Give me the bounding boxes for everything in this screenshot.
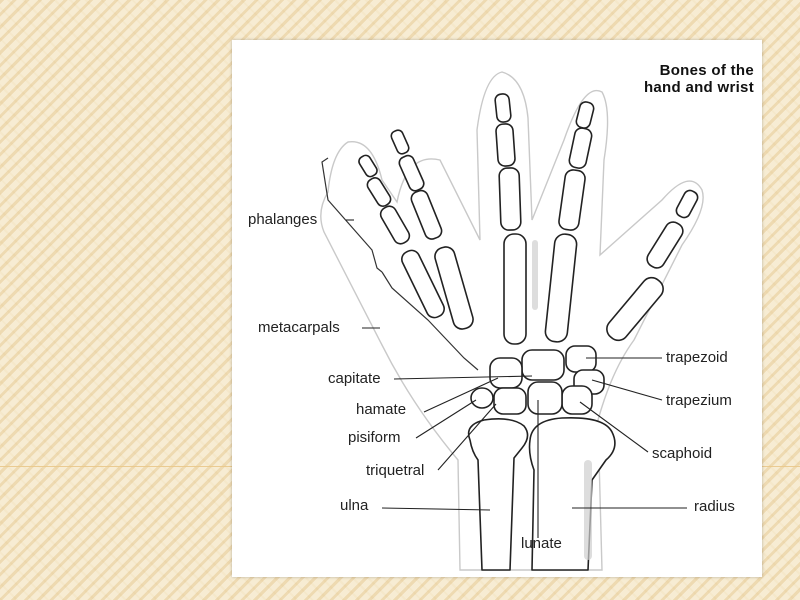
- label-hamate: hamate: [356, 402, 406, 418]
- label-trapezoid: trapezoid: [666, 350, 728, 366]
- label-capitate: capitate: [328, 371, 381, 387]
- little-middle-phalanx: [365, 176, 393, 209]
- radius-shading: [584, 460, 592, 560]
- thumb-proximal-phalanx: [644, 219, 686, 271]
- label-trapezium: trapezium: [666, 393, 732, 409]
- ring-proximal-phalanx: [409, 188, 443, 241]
- pisiform-leader: [416, 400, 476, 438]
- middle-metacarpal: [504, 234, 526, 344]
- title-line-2: hand and wrist: [584, 79, 754, 96]
- label-metacarpals: metacarpals: [258, 320, 340, 336]
- capitate-bone: [522, 350, 564, 380]
- middle-distal-phalanx: [495, 93, 512, 122]
- little-proximal-phalanx: [378, 204, 412, 247]
- ulna-bone: [469, 419, 528, 570]
- index-distal-phalanx: [575, 101, 595, 130]
- label-scaphoid: scaphoid: [652, 446, 712, 462]
- label-triquetral: triquetral: [366, 463, 424, 479]
- trapezoid-bone: [566, 346, 596, 372]
- middle-proximal-phalanx: [499, 168, 521, 231]
- index-middle-phalanx: [568, 127, 593, 170]
- label-lunate: lunate: [521, 536, 562, 552]
- ring-distal-phalanx: [390, 129, 411, 156]
- ring-metacarpal: [433, 245, 475, 331]
- index-proximal-phalanx: [558, 169, 586, 231]
- middle-middle-phalanx: [496, 123, 516, 166]
- little-distal-phalanx: [357, 153, 379, 178]
- lunate-bone: [528, 382, 562, 414]
- thumb-distal-phalanx: [674, 188, 700, 219]
- hand-wrist-diagram: Bones of the hand and wrist phalanges me…: [232, 40, 762, 577]
- hand-skeleton-drawing: [232, 40, 762, 577]
- pisiform-bone: [471, 388, 493, 408]
- label-phalanges: phalanges: [248, 212, 317, 228]
- diagram-title: Bones of the hand and wrist: [584, 62, 754, 96]
- thumb-metacarpal: [603, 274, 667, 345]
- metacarpal-shading: [532, 240, 538, 310]
- title-line-1: Bones of the: [584, 62, 754, 79]
- ulna-leader: [382, 508, 490, 510]
- hamate-bone: [490, 358, 522, 388]
- scaphoid-bone: [562, 386, 592, 414]
- label-pisiform: pisiform: [348, 430, 401, 446]
- index-metacarpal: [544, 233, 577, 343]
- triquetral-bone: [494, 388, 526, 414]
- label-radius: radius: [694, 499, 735, 515]
- label-ulna: ulna: [340, 498, 368, 514]
